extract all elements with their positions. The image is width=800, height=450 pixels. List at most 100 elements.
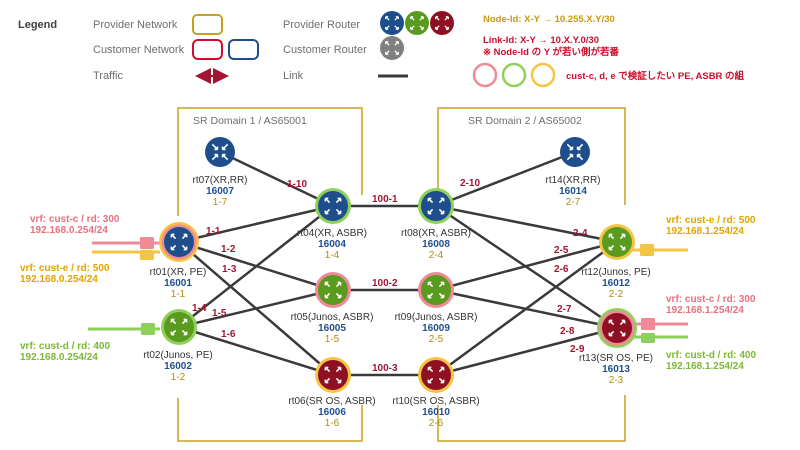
right-cust-c-vrf: vrf: cust-c / rd: 300 [666,294,756,305]
sr-domain-1: SR Domain 1 / AS65001 [177,107,363,442]
link-rt01-rt04[interactable] [178,204,334,244]
rt05-name: rt05(Junos, ASBR) [291,312,374,323]
customer-network-swatch-blue [228,39,259,60]
rt10-sid: 16010 [422,407,450,418]
vrf-labels: vrf: cust-c / rd: 300 192.168.0.254/24 v… [20,214,756,372]
link-rt02-rt05[interactable] [178,288,334,329]
left-cust-e-vrf: vrf: cust-e / rd: 500 [20,263,110,274]
rt02-sid: 16002 [164,361,192,372]
rt07-name: rt07(XR,RR) [192,175,247,186]
right-cust-e-vrf: vrf: cust-e / rd: 500 [666,215,756,226]
router-rt10[interactable] [418,357,454,393]
rt09-node: 2-5 [429,334,444,345]
link-label-1-2: 1-2 [221,244,236,255]
rt08-node: 2-4 [429,250,444,261]
router-rt04[interactable] [315,188,351,224]
rt10-node: 2-6 [429,418,444,429]
link-label-1-10: 1-10 [287,179,307,190]
router-rt14[interactable] [560,137,590,167]
link-rt10-rt13[interactable] [435,326,618,377]
sr-domain-1-label: SR Domain 1 / AS65001 [193,115,307,127]
link-rt08-rt14[interactable] [435,150,576,208]
link-rt08-rt13[interactable] [435,204,618,330]
link-rt09-rt13[interactable] [435,288,618,330]
right-cust-d-port [641,333,655,343]
rt08-name: rt08(XR, ASBR) [401,228,471,239]
right-cust-c-port [641,318,655,330]
legend-link-label: Link [283,70,304,82]
link-label-2-8: 2-8 [560,326,575,337]
rt04-node: 1-4 [325,250,340,261]
rt02-node: 1-2 [171,372,186,383]
left-cust-c-port [140,237,154,249]
link-label-1-4: 1-4 [192,303,207,314]
left-cust-e-port [140,250,154,260]
rt09-sid: 16009 [422,323,450,334]
provider-router-xr-icon [380,11,404,35]
link-label-100-1: 100-1 [372,194,398,205]
left-cust-d-port [141,323,155,335]
router-rt08[interactable] [418,188,454,224]
left-cust-c-ip: 192.168.0.254/24 [30,225,108,236]
link-label-2-7: 2-7 [557,304,572,315]
legend-customer-network-label: Customer Network [93,44,185,56]
rt09-name: rt09(Junos, ASBR) [395,312,478,323]
legend-provider-router-label: Provider Router [283,19,360,31]
customer-attachments [88,237,688,343]
link-rt07-rt04[interactable] [219,150,334,208]
right-cust-e-ip: 192.168.1.254/24 [666,226,744,237]
link-label-1-1: 1-1 [206,226,221,237]
legend: Legend Provider Network Customer Network… [18,11,745,88]
router-rt13[interactable] [597,308,637,348]
link-order-note: ※ Node-Id の Y が若い側が若番 [483,46,620,58]
link-label-1-3: 1-3 [222,264,237,275]
link-id-note: Link-Id: X-Y → 10.X.Y.0/30 [483,35,599,46]
rt06-name: rt06(SR OS, ASBR) [288,396,375,407]
router-rt12[interactable] [599,224,635,260]
legend-title: Legend [18,19,57,31]
legend-provider-network-label: Provider Network [93,19,178,31]
link-label-2-10: 2-10 [460,178,480,189]
provider-router-junos-icon [405,11,429,35]
left-cust-e-ip: 192.168.0.254/24 [20,274,98,285]
right-cust-e-port [640,244,654,256]
routers [159,137,637,393]
rt01-sid: 16001 [164,278,192,289]
router-rt02[interactable] [161,309,197,345]
link-rt02-rt06[interactable] [178,325,334,377]
router-rt06[interactable] [315,357,351,393]
router-rt05[interactable] [315,272,351,308]
right-cust-d-ip: 192.168.1.254/24 [666,361,744,372]
rt13-name: rt13(SR OS, PE) [579,353,653,364]
router-rt01[interactable] [159,222,199,262]
link-label-100-3: 100-3 [372,363,398,374]
left-cust-c-vrf: vrf: cust-c / rd: 300 [30,214,120,225]
rt05-sid: 16005 [318,323,346,334]
link-label-1-5: 1-5 [212,308,227,319]
customer-router-icon [380,36,404,60]
provider-router-sros-icon [430,11,454,35]
cust-c-circle-icon [472,62,498,88]
provider-network-swatch [192,14,223,35]
right-cust-d-vrf: vrf: cust-d / rd: 400 [666,350,756,361]
rt07-node: 1-7 [213,197,228,208]
router-rt09[interactable] [418,272,454,308]
link-rt08-rt12[interactable] [435,204,618,244]
link-label-2-5: 2-5 [554,245,569,256]
node-id-note: Node-Id: X-Y → 10.255.X.Y/30 [483,14,615,25]
link-label-2-9: 2-9 [570,344,585,355]
rt04-sid: 16004 [318,239,346,250]
rt13-sid: 16013 [602,364,630,375]
link-rt02-rt04[interactable] [178,205,334,328]
right-cust-c-ip: 192.168.1.254/24 [666,305,744,316]
rt05-node: 1-5 [325,334,340,345]
rt12-node: 2-2 [609,289,624,300]
router-rt07[interactable] [205,137,235,167]
circles-note: cust-c, d, e で検証したい PE, ASBR の組 [566,70,745,82]
cust-d-circle-icon [501,62,527,88]
rt06-sid: 16006 [318,407,346,418]
link-label-100-2: 100-2 [372,278,398,289]
link-label-1-6: 1-6 [221,329,236,340]
